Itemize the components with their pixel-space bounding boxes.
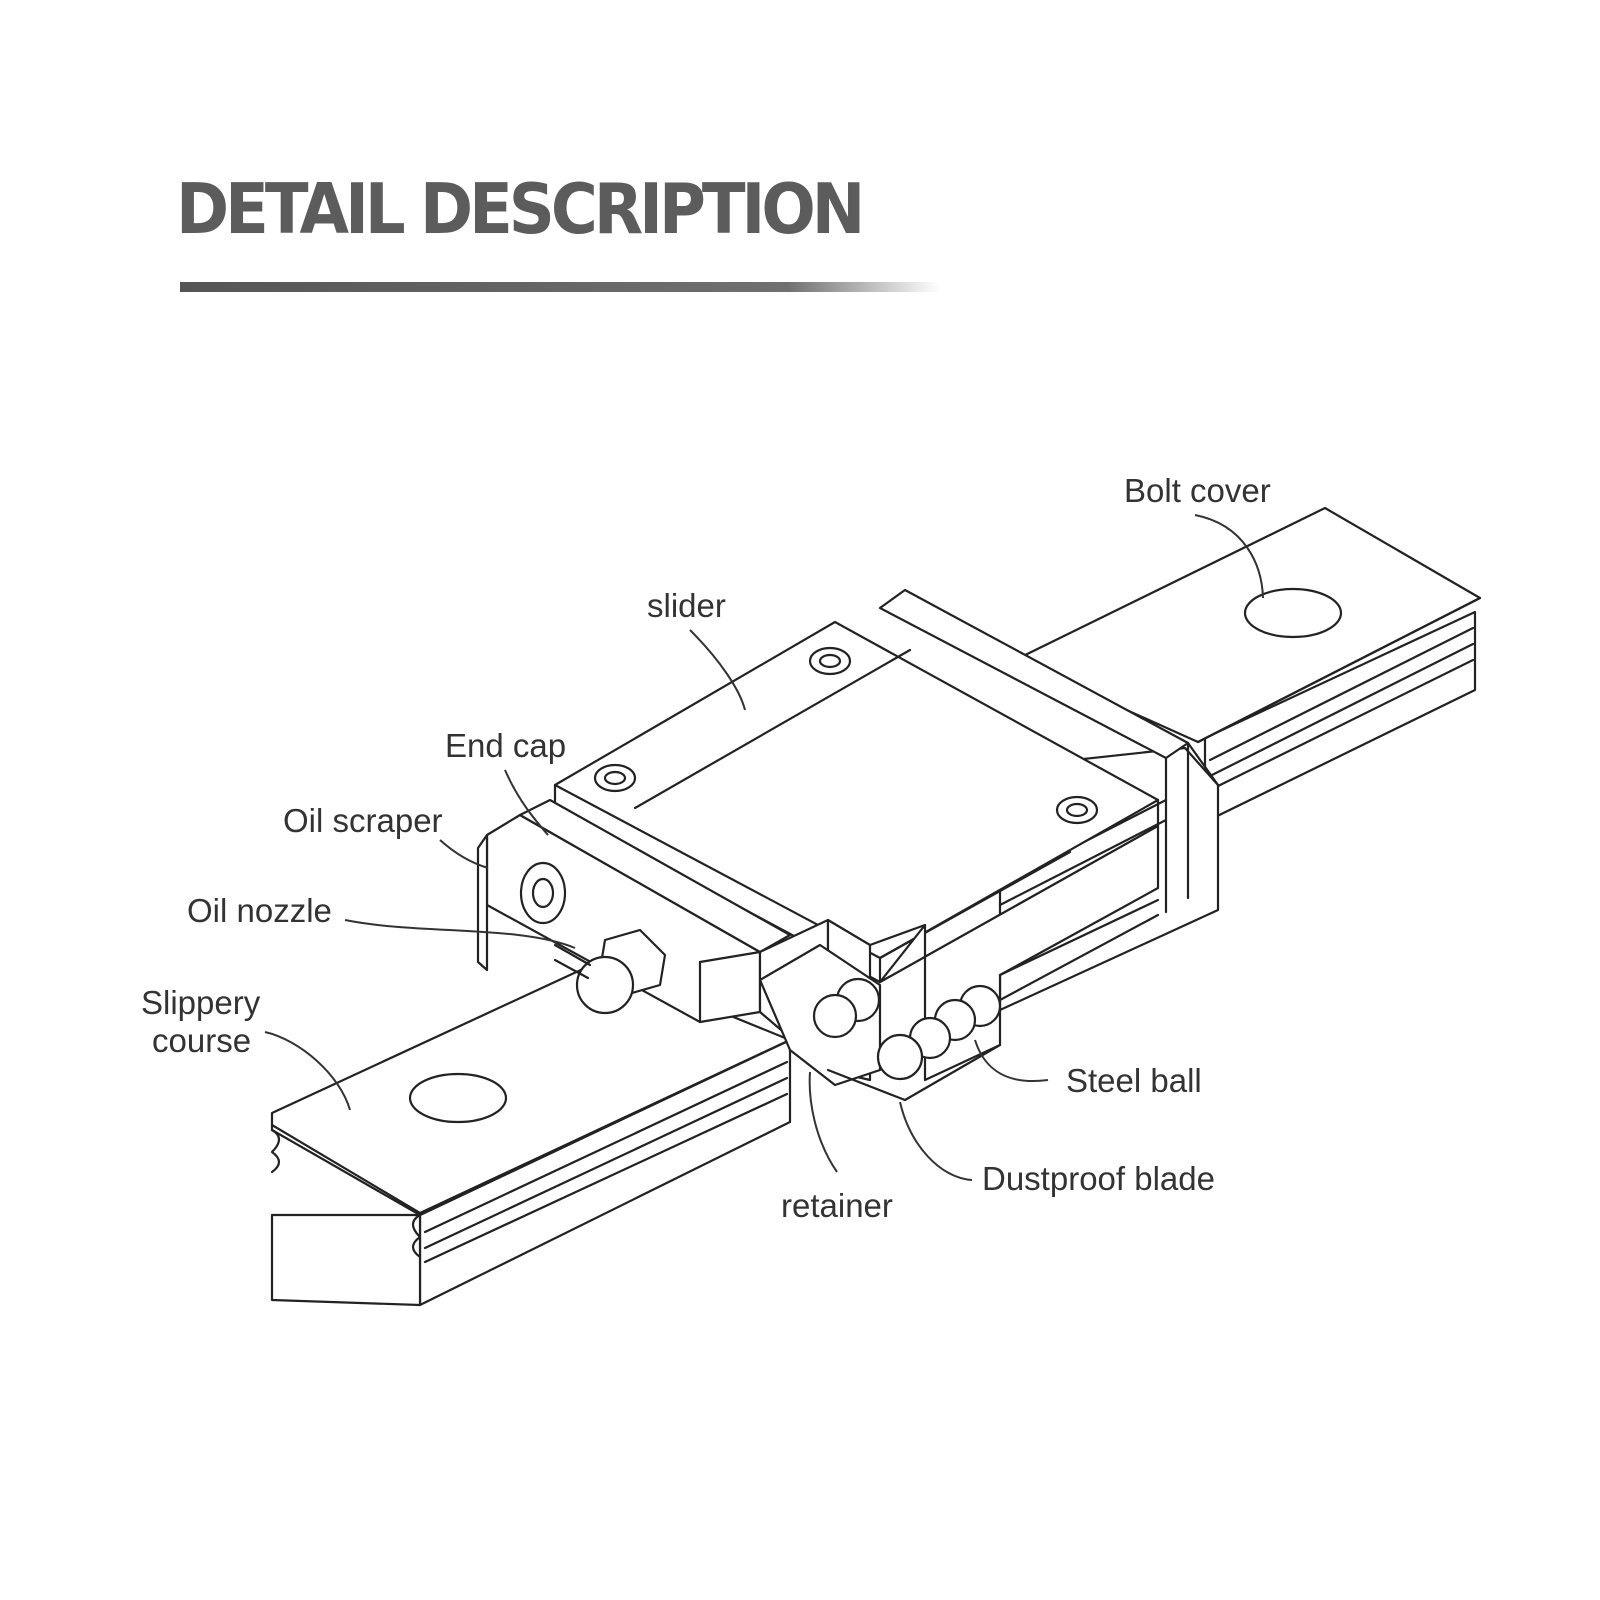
- title-underline: [180, 282, 940, 292]
- leader-bolt-cover: [1194, 514, 1264, 599]
- label-steel-ball: Steel ball: [1066, 1062, 1202, 1099]
- leader-retainer: [808, 1071, 838, 1173]
- mounting-hole-1-icon: [808, 646, 852, 676]
- steel-ball-icon: [812, 993, 858, 1039]
- label-slippery-course-line1: Slippery: [141, 984, 261, 1021]
- mounting-hole-2-icon: [593, 763, 637, 793]
- label-end-cap: End cap: [445, 727, 566, 764]
- leader-steel-ball: [974, 1039, 1049, 1082]
- label-slippery-course-line2: course: [152, 1022, 251, 1059]
- label-slider: slider: [647, 587, 726, 624]
- bolt-cover-front-icon: [408, 1072, 508, 1124]
- oil-nozzle-icon: [553, 928, 667, 1015]
- leader-oil-nozzle: [344, 919, 576, 949]
- page-title: DETAIL DESCRIPTION: [176, 170, 865, 251]
- leader-slider: [689, 629, 746, 711]
- leader-slippery-course: [264, 1031, 351, 1111]
- label-retainer: retainer: [781, 1187, 893, 1224]
- oil-nozzle-port-icon: [519, 861, 567, 925]
- label-dustproof-blade: Dustproof blade: [982, 1160, 1215, 1197]
- rail: [270, 506, 1482, 1307]
- steel-ball-icon: [876, 1033, 924, 1081]
- leader-dustproof-blade: [899, 1101, 973, 1181]
- label-bolt-cover: Bolt cover: [1124, 472, 1271, 509]
- leader-oil-scraper: [439, 839, 489, 869]
- label-oil-scraper: Oil scraper: [283, 802, 443, 839]
- label-oil-nozzle: Oil nozzle: [187, 892, 332, 929]
- mounting-hole-3-icon: [1055, 795, 1099, 825]
- steel-balls: [812, 977, 1002, 1081]
- bolt-cover-back-icon: [1243, 587, 1343, 639]
- leader-end-cap: [504, 769, 549, 836]
